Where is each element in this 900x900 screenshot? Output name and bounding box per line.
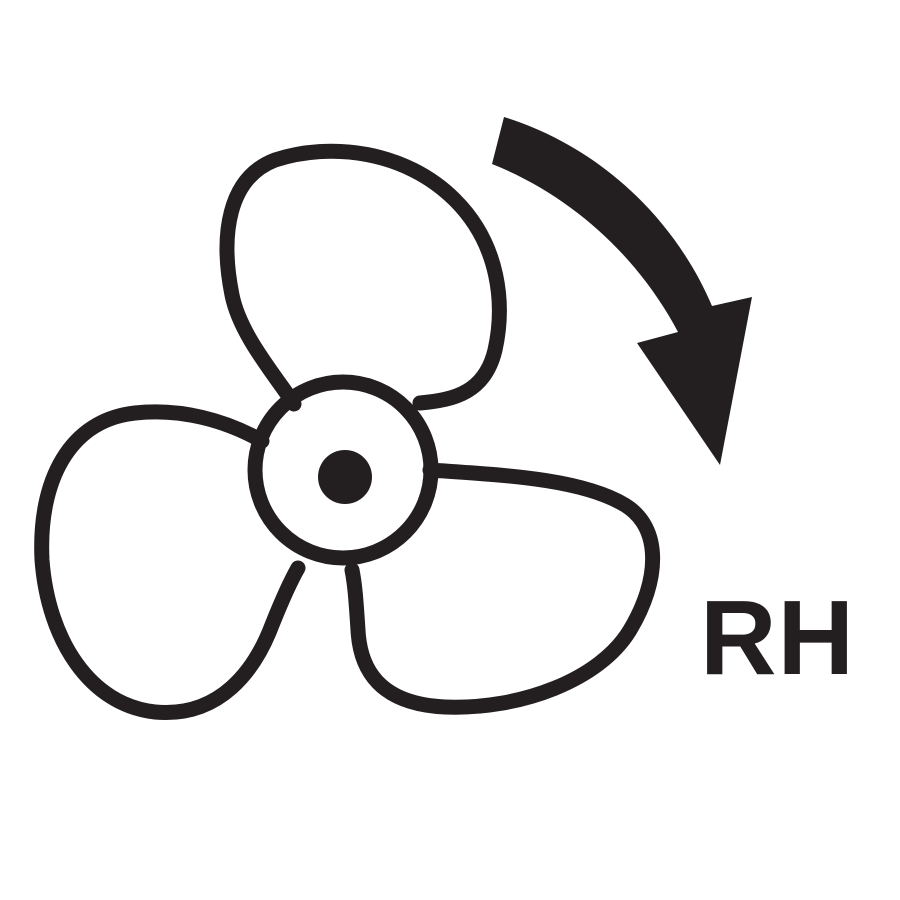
propeller-blade-right [344, 462, 661, 715]
propeller-hub [247, 374, 439, 566]
propeller-icon [34, 143, 661, 720]
propeller-blade-top [219, 143, 507, 412]
clockwise-arrow-icon [492, 117, 752, 465]
propeller-blade-left [34, 404, 306, 720]
rotation-hand-label: RH [700, 579, 856, 697]
propeller-hub-center [318, 450, 372, 504]
